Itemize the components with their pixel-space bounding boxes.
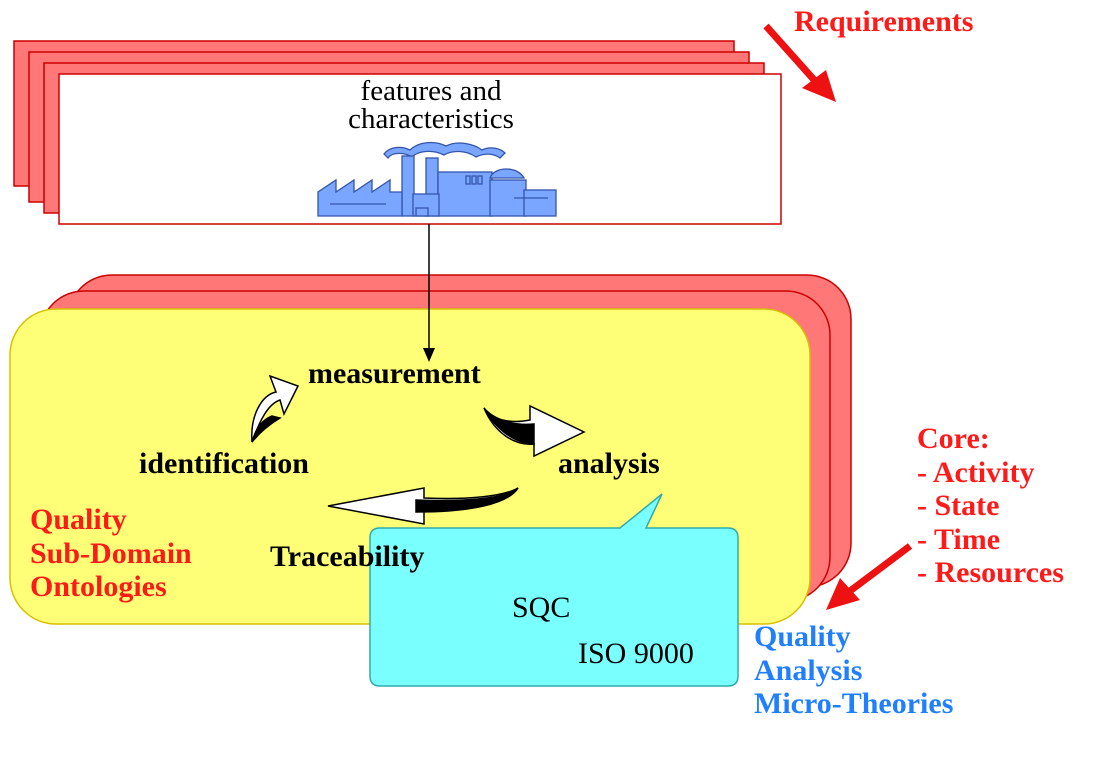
iso-9000-label: ISO 9000 [578, 637, 694, 670]
identification-label: identification [139, 447, 309, 480]
cycle-arrow-icon [251, 374, 586, 525]
requirements-label: Requirements [794, 5, 974, 38]
requirements-page-stack [13, 40, 782, 225]
measurement-label: measurement [308, 357, 481, 390]
sqc-label: SQC [512, 591, 571, 624]
qam-line-2: Analysis [754, 653, 863, 687]
core-line-5: - Resources [917, 556, 1064, 590]
quality-sub-domain-label: Quality Sub-Domain Ontologies [30, 503, 192, 604]
requirements-arrow-icon [763, 23, 836, 102]
core-label: Core: - Activity - State - Time - Resour… [917, 422, 1064, 590]
traceability-label: Traceability [270, 540, 425, 573]
sqc-callout-bubble [369, 493, 739, 687]
features-line-1: features and [360, 75, 502, 107]
analysis-label: analysis [558, 447, 660, 480]
core-line-2: - Activity [917, 455, 1035, 489]
qsd-line-1: Quality [30, 503, 127, 536]
core-arrow-icon [826, 543, 913, 610]
factory-icon [317, 141, 557, 217]
core-line-3: - State [917, 489, 1000, 523]
qsd-line-2: Sub-Domain [30, 536, 192, 570]
features-to-measurement-arrow [423, 224, 435, 362]
features-label: features and characteristics [276, 75, 586, 135]
core-line-4: - Time [917, 522, 1001, 556]
quality-analysis-label: Quality Analysis Micro-Theories [754, 620, 953, 721]
features-line-2: characteristics [348, 102, 514, 135]
core-line-1: Core: [917, 422, 990, 455]
qsd-line-3: Ontologies [30, 570, 167, 604]
qam-line-1: Quality [754, 620, 851, 653]
qam-line-3: Micro-Theories [754, 687, 954, 721]
